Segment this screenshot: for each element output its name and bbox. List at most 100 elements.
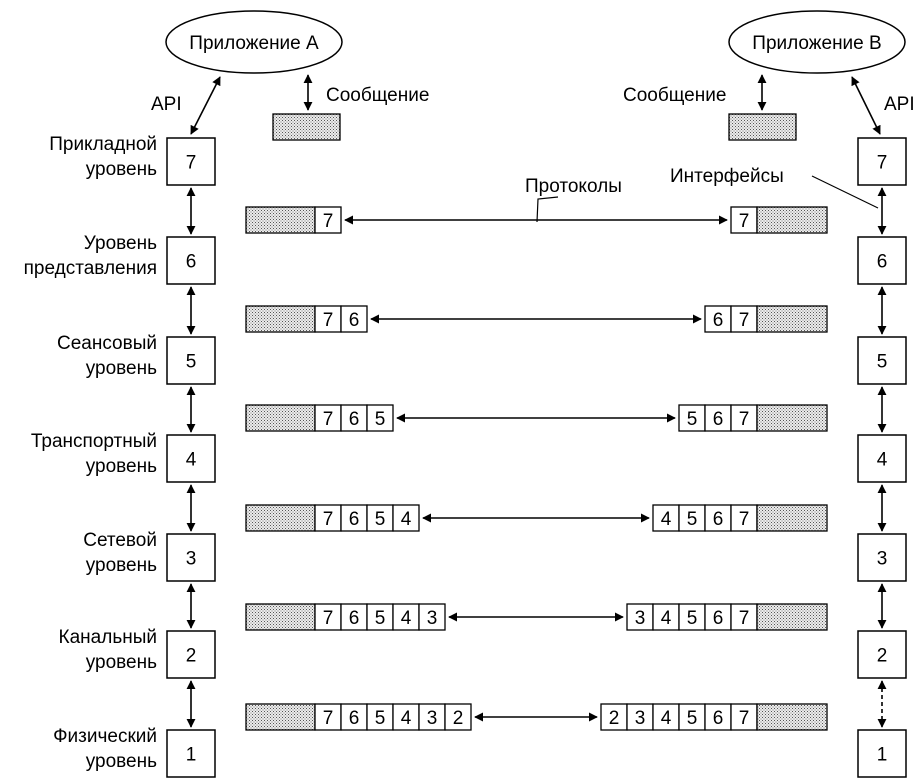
payload-right (756, 305, 828, 333)
header-label-left: 7 (323, 409, 334, 430)
layer-number-right: 5 (877, 352, 888, 373)
layer-name-line1: Сетевой (83, 530, 157, 551)
header-label-left: 5 (375, 509, 386, 530)
payload-left (245, 305, 316, 333)
layer-number-left: 1 (186, 745, 197, 766)
header-cell-right (652, 703, 680, 731)
api-arrow-left (190, 76, 221, 135)
header-cell-right (678, 504, 706, 532)
header-cell-left (418, 703, 446, 731)
header-label-right: 5 (687, 509, 698, 530)
header-label-left: 4 (401, 608, 412, 629)
header-label-left: 7 (323, 708, 334, 729)
header-cell-right (730, 404, 758, 432)
application-a-label: Приложение A (189, 33, 319, 54)
layer-name-line2: уровень (86, 358, 157, 379)
layer-name-line2: представления (24, 258, 157, 279)
header-label-right: 7 (739, 211, 750, 232)
layer-number-right: 3 (877, 549, 888, 570)
layer-number-right: 1 (877, 745, 888, 766)
layer-name-line1: Транспортный (31, 431, 157, 452)
layer-name-line1: Канальный (59, 627, 157, 648)
header-cell-right (652, 603, 680, 631)
header-cell-left (314, 703, 342, 731)
header-label-left: 4 (401, 708, 412, 729)
header-label-right: 4 (661, 708, 672, 729)
payload-left (245, 404, 316, 432)
layer-box-left (166, 336, 216, 385)
header-label-left: 7 (323, 608, 334, 629)
layer-name-line2: уровень (86, 159, 157, 180)
layer-box-right (857, 630, 907, 679)
message-block-right (728, 113, 797, 141)
header-cell-right (678, 404, 706, 432)
header-label-left: 3 (427, 708, 438, 729)
header-label-right: 7 (739, 708, 750, 729)
header-cell-left (314, 404, 342, 432)
protocols-label: Протоколы (525, 176, 622, 197)
layer-box-left (166, 630, 216, 679)
header-label-left: 6 (349, 409, 360, 430)
layer-number-left: 4 (186, 450, 197, 471)
header-cell-left (366, 404, 394, 432)
header-label-right: 2 (609, 708, 620, 729)
layer-name-line2: уровень (86, 751, 157, 772)
application-b-label: Приложение B (752, 33, 881, 54)
header-label-left: 5 (375, 708, 386, 729)
header-label-right: 4 (661, 608, 672, 629)
header-cell-right (730, 504, 758, 532)
payload-left (245, 504, 316, 532)
layer-box-right (857, 336, 907, 385)
header-label-right: 5 (687, 608, 698, 629)
header-label-right: 7 (739, 409, 750, 430)
payload-right (756, 603, 828, 631)
header-label-left: 2 (453, 708, 464, 729)
layer-box-right (857, 434, 907, 483)
header-label-right: 6 (713, 509, 724, 530)
header-label-left: 4 (401, 509, 412, 530)
header-cell-left (392, 504, 420, 532)
payload-right (756, 404, 828, 432)
header-label-right: 3 (635, 708, 646, 729)
layer-box-right (857, 236, 907, 285)
layer-number-left: 2 (186, 646, 197, 667)
header-cell-right (704, 504, 732, 532)
header-cell-left (392, 603, 420, 631)
header-cell-left (314, 504, 342, 532)
layer-box-right (857, 137, 907, 186)
header-label-left: 6 (349, 509, 360, 530)
header-cell-left (340, 305, 368, 333)
layer-name-line2: уровень (86, 555, 157, 576)
layer-name-line2: уровень (86, 456, 157, 477)
header-label-left: 7 (323, 509, 334, 530)
header-cell-left (314, 206, 342, 234)
payload-right (756, 703, 828, 731)
header-label-right: 6 (713, 310, 724, 331)
header-label-left: 5 (375, 608, 386, 629)
header-cell-right (730, 703, 758, 731)
header-label-left: 6 (349, 310, 360, 331)
header-label-left: 6 (349, 708, 360, 729)
header-cell-right (704, 404, 732, 432)
header-label-right: 7 (739, 310, 750, 331)
payload-left (245, 603, 316, 631)
layer-box-right (857, 533, 907, 582)
message-label-right: Сообщение (623, 85, 726, 106)
payload-left (245, 206, 316, 234)
application-a-ellipse (165, 10, 343, 74)
header-cell-left (444, 703, 472, 731)
layer-number-left: 5 (186, 352, 197, 373)
message-label-left: Сообщение (326, 85, 429, 106)
header-label-left: 7 (323, 211, 334, 232)
layer-name-line1: Физический (53, 726, 157, 747)
layer-number-right: 6 (877, 252, 888, 273)
api-label-left: API (151, 94, 182, 115)
header-cell-right (730, 206, 758, 234)
header-cell-left (314, 603, 342, 631)
layer-name-line1: Прикладной (49, 134, 157, 155)
header-label-left: 3 (427, 608, 438, 629)
header-cell-right (730, 305, 758, 333)
header-cell-left (340, 504, 368, 532)
header-label-left: 6 (349, 608, 360, 629)
